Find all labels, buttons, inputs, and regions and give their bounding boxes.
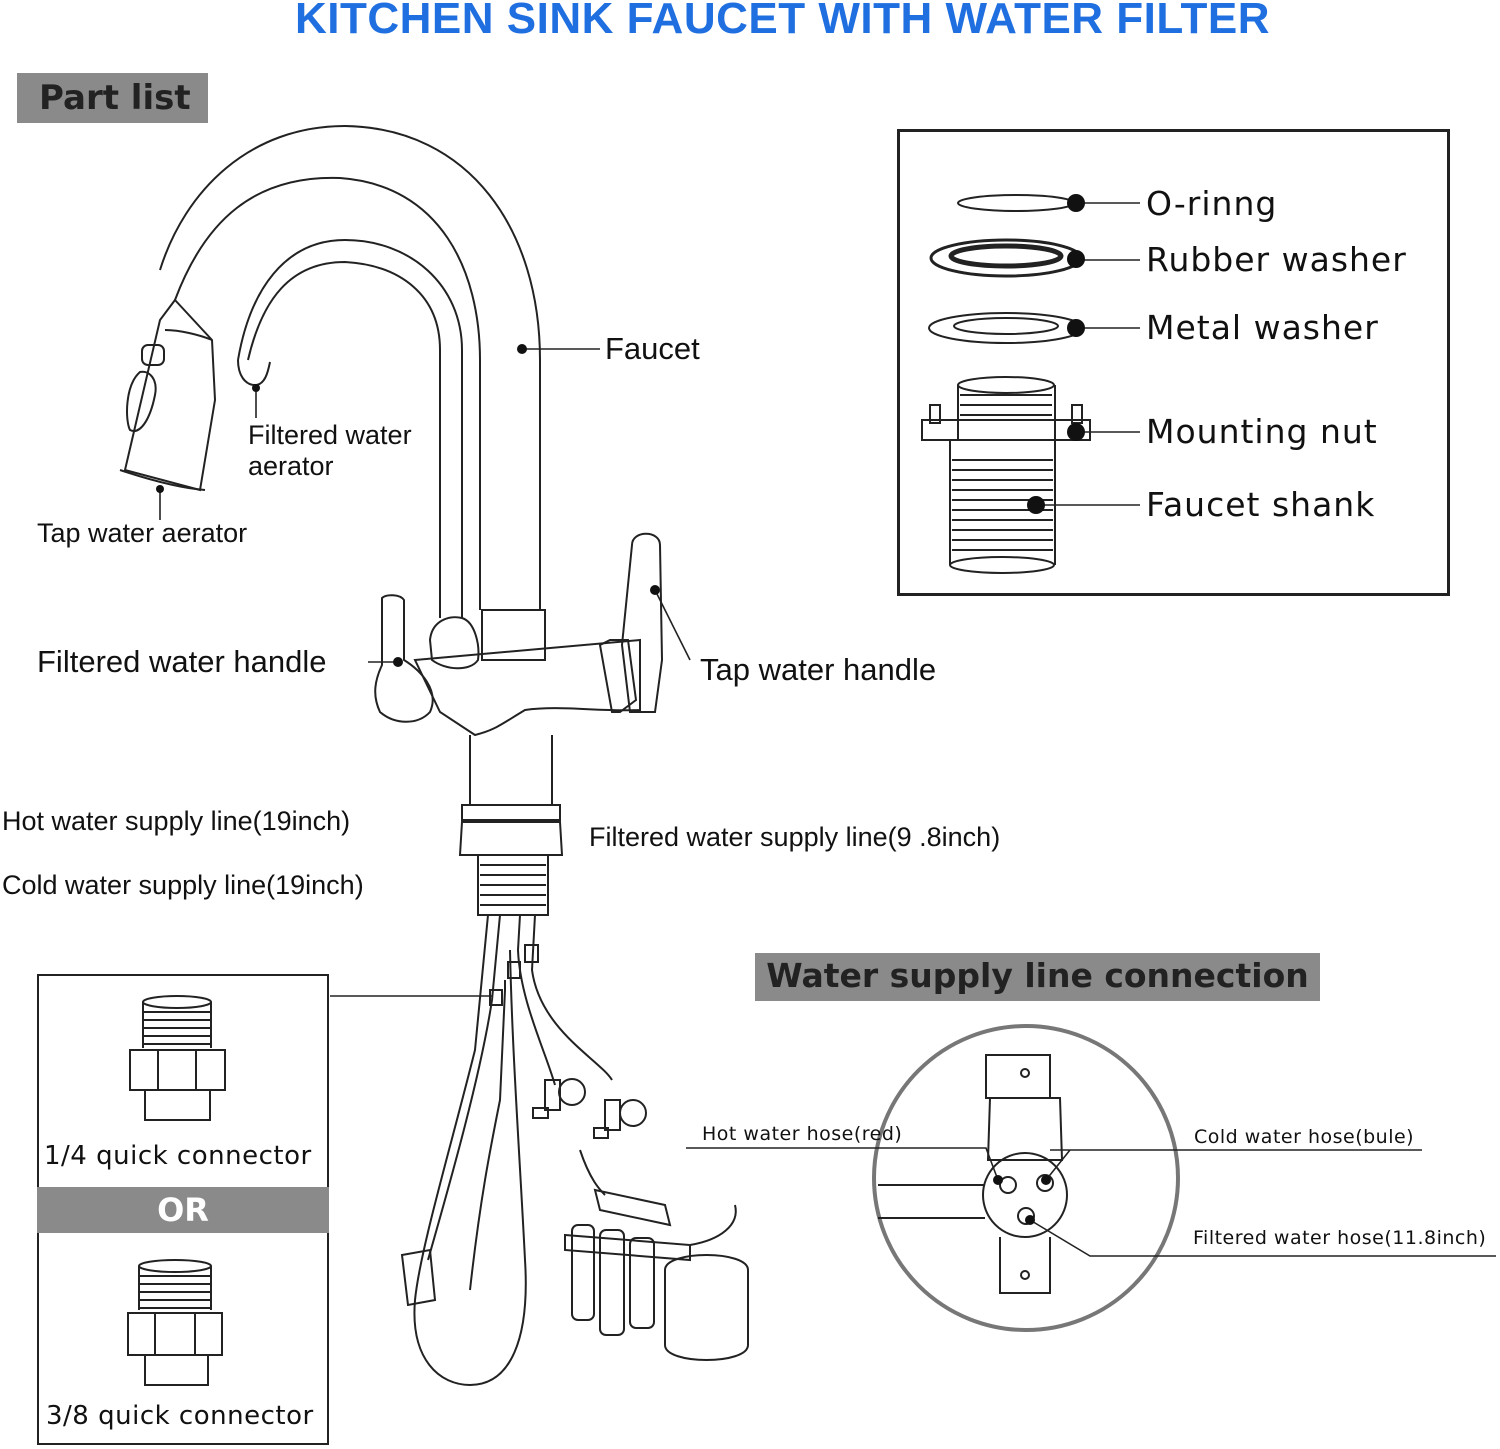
faucet-spout-illustration [119,124,541,618]
water-supply-connection-header: Water supply line connection [755,953,1320,1001]
filtered-handle-label: Filtered water handle [37,644,327,679]
leader-dots [156,194,1085,1225]
tap-aerator-label: Tap water aerator [37,518,248,548]
faucet-shank-label: Faucet shank [1146,485,1376,524]
part-list-header: Part list [17,73,208,123]
tap-handle-label: Tap water handle [700,652,937,687]
leader-lines [159,202,1496,1257]
hot-supply-line-label: Hot water supply line(19inch) [2,806,351,836]
page-title: KITCHEN SINK FAUCET WITH WATER FILTER [294,0,1271,43]
faucet-body-illustration [374,532,664,821]
filtered-hose-label: Filtered water hose(11.8inch) [1193,1227,1487,1249]
mounting-parts-box [897,129,1450,596]
mounting-nut-label: Mounting nut [1146,412,1378,451]
rubber-washer-label: Rubber washer [1146,240,1407,279]
metal-washer-label: Metal washer [1146,308,1379,347]
filtered-aerator-label-line2: aerator [248,451,334,481]
or-divider: OR [37,1187,329,1233]
o-ring-label: O-rinng [1146,184,1278,223]
cold-hose-label: Cold water hose(bule) [1194,1126,1415,1148]
connection-detail-illustration [872,1024,1180,1332]
three-eighths-connector-label: 3/8 quick connector [46,1401,314,1431]
filtered-supply-line-label: Filtered water supply line(9 .8inch) [589,822,1001,852]
cold-supply-line-label: Cold water supply line(19inch) [2,870,364,900]
filtered-aerator-label-line1: Filtered water [248,420,412,450]
faucet-label: Faucet [605,331,700,366]
mounting-parts-illustration [921,194,1091,574]
quarter-connector-illustration [129,995,226,1121]
three-eighths-connector-illustration [127,1259,223,1386]
hot-hose-label: Hot water hose(red) [702,1123,903,1145]
quarter-connector-label: 1/4 quick connector [44,1141,312,1171]
under-sink-mount-illustration [400,821,749,1387]
